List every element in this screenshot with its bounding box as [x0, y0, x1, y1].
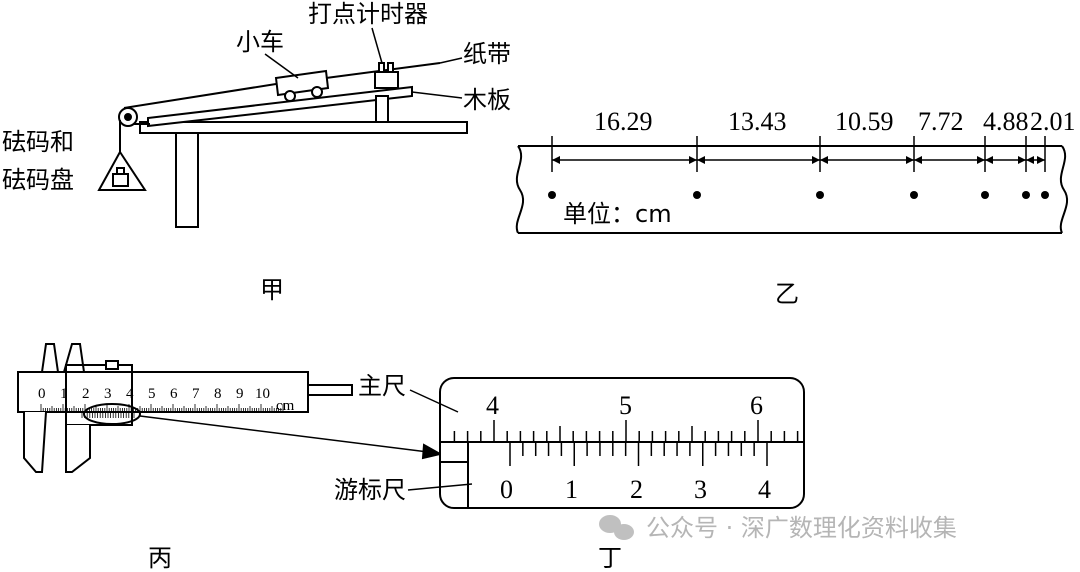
main-scale-num-5: 5: [619, 391, 632, 420]
caliper-zoom-ellipse: [83, 403, 141, 425]
caliper-num-0: 0: [38, 386, 46, 402]
vernier-ticks: [453, 420, 799, 466]
caliper-callout-arrowhead: [421, 443, 443, 460]
vernier-num-4: 4: [758, 475, 771, 504]
tape-arrowhead-right-5: [1037, 156, 1045, 164]
main-scale-num-4: 4: [486, 391, 499, 420]
timer-body: [374, 71, 399, 89]
caliper-callout-arrow: [139, 415, 429, 453]
caliper-lower-jaw-fixed: [23, 411, 47, 473]
caption-jia: 甲: [260, 276, 284, 304]
leader-cart: [264, 53, 299, 79]
caliper-num-8: 8: [214, 386, 222, 402]
tape-segment-2: 13.43: [728, 107, 787, 136]
tape-dot-5: [1022, 191, 1030, 199]
vernier-num-1: 1: [565, 475, 578, 504]
vernier-scale-leader: [407, 483, 473, 491]
tape-left-tear: [515, 145, 525, 234]
watermark-text: 公众号 · 深广数理化资料收集: [646, 514, 957, 542]
pulley-axle: [124, 113, 132, 121]
zoom-box: [439, 377, 805, 509]
tape-dot-4: [981, 191, 989, 199]
caliper-lower-jaw-slide: [65, 425, 91, 473]
tape-diagram: [515, 145, 1069, 234]
timer-post-1: [378, 62, 385, 73]
caliper-scale-numbers: 0 1 2 3 4 5 6 7 8 9 10 cm: [38, 386, 295, 414]
board-support: [375, 95, 389, 123]
tape-dot-0: [548, 191, 556, 199]
tape-segment-3: 10.59: [835, 107, 894, 136]
tape-dot-1: [693, 191, 701, 199]
vernier-scale-label: 游标尺: [334, 476, 406, 504]
leader-board: [411, 91, 463, 99]
cart-label: 小车: [236, 28, 284, 56]
cart-wheel-2: [311, 86, 323, 98]
caliper-num-1: 1: [60, 386, 68, 402]
tape-arrowhead-left-3: [914, 156, 922, 164]
caption-ding: 丁: [598, 544, 622, 572]
caliper-num-5: 5: [148, 386, 156, 402]
caption-bing: 丙: [148, 544, 172, 572]
apparatus-diagram: [97, 27, 468, 228]
caliper-unit: cm: [276, 398, 295, 414]
tape-dot-6: [1041, 191, 1049, 199]
tape-arrowhead-right-2: [906, 156, 914, 164]
tape-label: 纸带: [463, 40, 511, 68]
tape-arrowhead-right-4: [1018, 156, 1026, 164]
table-top: [139, 121, 468, 134]
tape-right-tear: [1059, 145, 1069, 234]
board-label: 木板: [463, 86, 511, 114]
main-scale-leader: [409, 389, 459, 413]
tape-segment-1: 16.29: [594, 107, 653, 136]
caliper-num-7: 7: [192, 386, 200, 402]
caliper-num-10: 10: [255, 386, 270, 402]
tape-dot-3: [910, 191, 918, 199]
weight-block: [112, 173, 129, 187]
leader-tape: [439, 57, 463, 64]
vernier-num-2: 2: [630, 475, 643, 504]
caliper-slider: [65, 364, 133, 426]
weight-block-top: [116, 167, 125, 175]
caliper-num-3: 3: [104, 386, 112, 402]
table-leg: [175, 132, 199, 228]
tape-arrowhead-left-2: [820, 156, 828, 164]
caliper-num-9: 9: [236, 386, 244, 402]
tape-arrowhead-left-5: [1026, 156, 1034, 164]
tape-arrowhead-right-0: [689, 156, 697, 164]
tape-arrowhead-left-0: [552, 156, 560, 164]
cart-wheel-1: [284, 90, 296, 102]
tape-arrowhead-left-4: [985, 156, 993, 164]
caliper-diagram: [17, 343, 443, 473]
tape-arrowhead-left-1: [697, 156, 705, 164]
caliper-upper-jaw-fixed: [41, 343, 59, 373]
timer-post-2: [387, 62, 394, 73]
leader-timer: [371, 27, 383, 64]
caliper-num-4: 4: [126, 386, 134, 402]
caliper-num-6: 6: [170, 386, 178, 402]
tape-segment-6: 2.01: [1030, 107, 1076, 136]
tape-segment-4: 7.72: [918, 107, 964, 136]
tape-arrowhead-right-3: [977, 156, 985, 164]
tape-unit-label: 单位：cm: [563, 200, 672, 228]
string-top: [123, 83, 277, 109]
watermark: 公众号 · 深广数理化资料收集: [599, 514, 957, 542]
main-scale-num-6: 6: [750, 391, 763, 420]
tape-segment-5: 4.88: [983, 107, 1029, 136]
tape-arrowhead-right-1: [812, 156, 820, 164]
caliper-num-2: 2: [82, 386, 90, 402]
wechat-icon: [599, 515, 634, 540]
caliper-ticks: [40, 404, 284, 418]
weights-label-line2: 砝码盘: [2, 166, 74, 194]
vernier-num-0: 0: [500, 475, 513, 504]
main-scale-label: 主尺: [358, 372, 406, 400]
caption-yi: 乙: [775, 280, 799, 308]
vernier-num-3: 3: [694, 475, 707, 504]
caliper-depth-rod: [307, 384, 353, 396]
timer-label: 打点计时器: [308, 0, 428, 28]
weights-label-line1: 砝码和: [2, 128, 74, 156]
tape-marks: [548, 136, 1049, 199]
tape-dot-2: [816, 191, 824, 199]
caliper-lock-screw: [105, 360, 119, 370]
